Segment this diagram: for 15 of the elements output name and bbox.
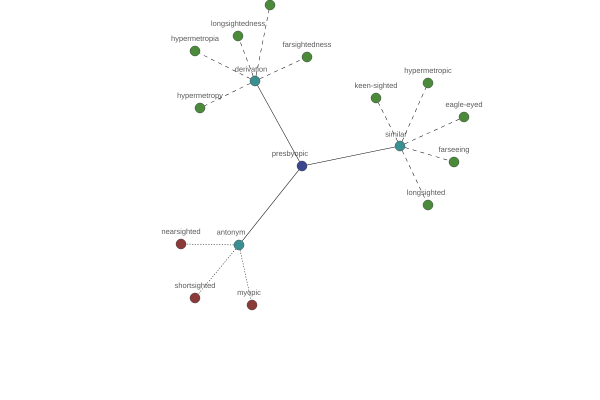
connector-line <box>242 170 299 242</box>
connector-line <box>402 88 426 142</box>
connector-line <box>378 102 398 142</box>
connector-line <box>186 244 234 246</box>
connector-line <box>199 53 251 79</box>
connector-line <box>306 146 396 166</box>
connector-line <box>204 83 251 106</box>
connector-line <box>240 40 254 76</box>
graph-node <box>264 0 276 10</box>
connector-line <box>404 118 460 144</box>
connector-line <box>198 248 236 294</box>
connector-line <box>257 85 300 162</box>
connector-line <box>256 10 270 76</box>
connector-line <box>404 147 450 161</box>
connector-line <box>240 250 252 300</box>
